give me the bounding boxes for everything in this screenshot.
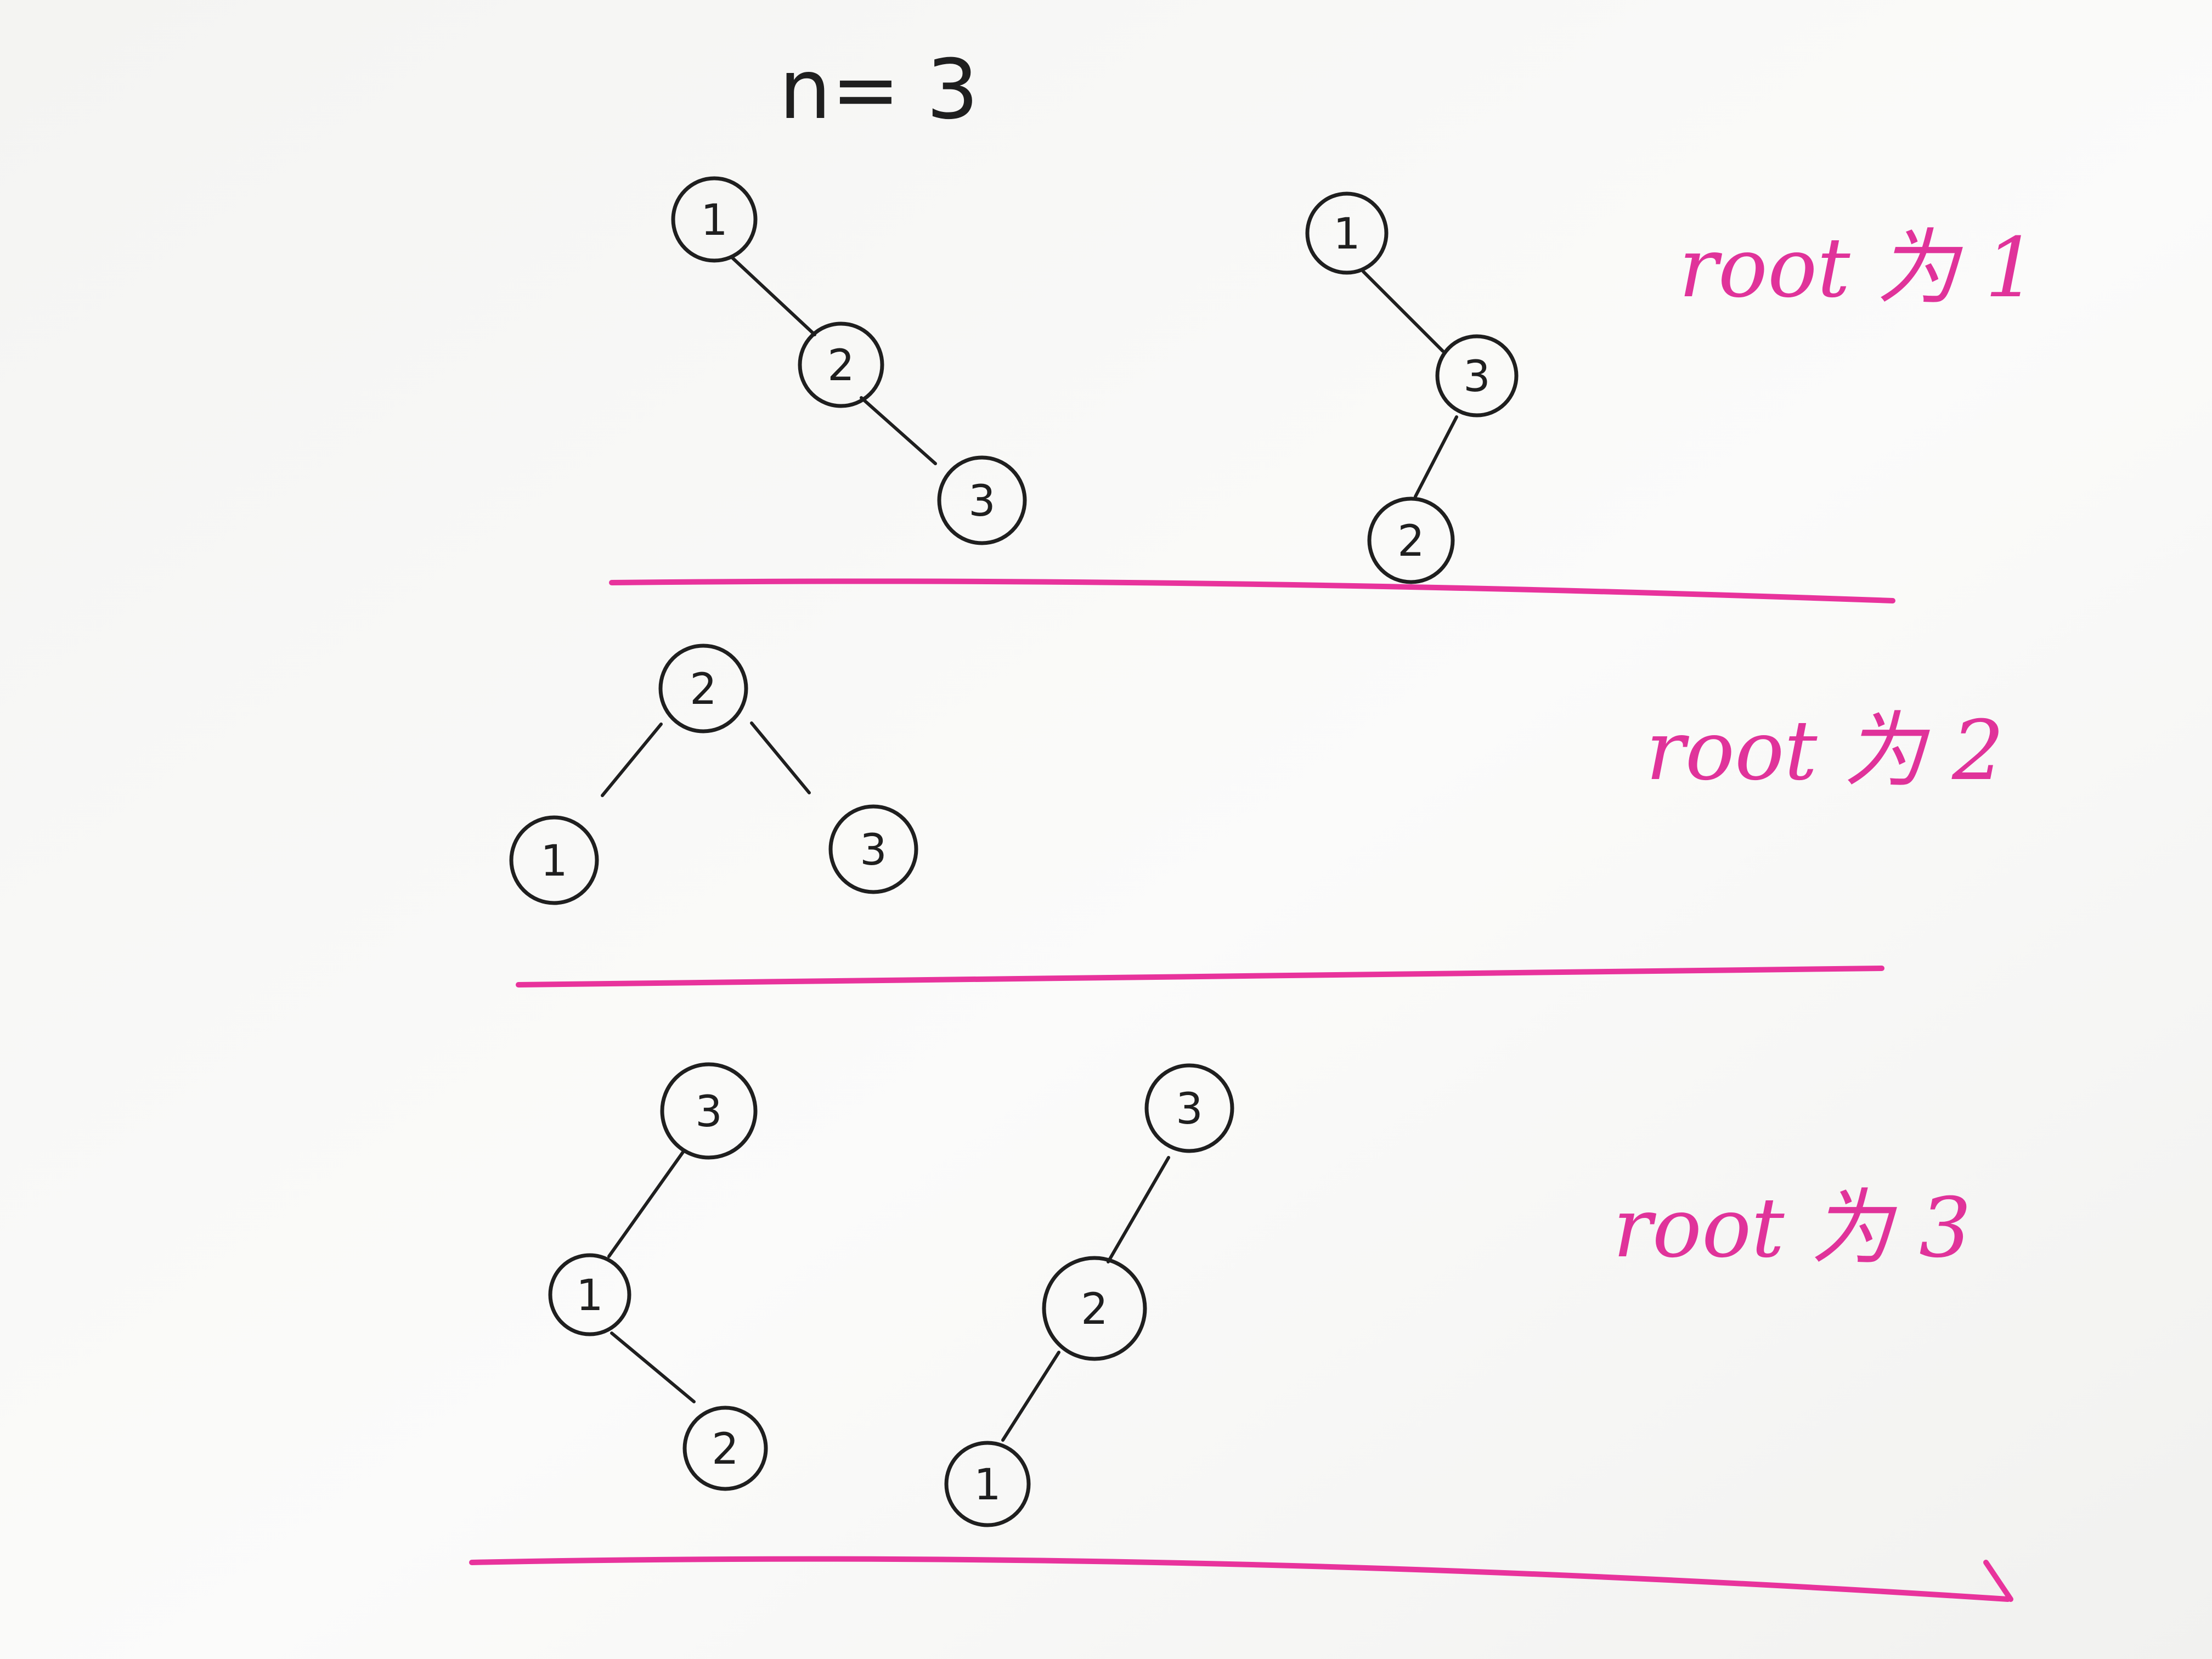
tree-node: 1 bbox=[509, 815, 599, 905]
section-divider bbox=[516, 966, 1884, 988]
node-circle bbox=[1305, 191, 1389, 275]
section-divider bbox=[469, 1556, 2011, 1602]
node-circle bbox=[944, 1441, 1031, 1527]
node-circle bbox=[1435, 334, 1519, 417]
tree-2-1-3: 2 1 3 bbox=[509, 644, 918, 905]
edge bbox=[1414, 415, 1458, 498]
node-label: 3 bbox=[968, 477, 996, 526]
title-n-equals-3: n= 3 bbox=[779, 42, 979, 138]
node-circle bbox=[658, 644, 748, 733]
arrowhead bbox=[1983, 1560, 2013, 1602]
tree-node: 3 bbox=[1435, 334, 1519, 417]
tree-node: 2 bbox=[798, 321, 884, 408]
edge bbox=[750, 721, 811, 794]
tree-node: 3 bbox=[937, 455, 1027, 545]
edge bbox=[607, 1150, 685, 1258]
tree-3-1-2: 3 1 2 bbox=[548, 1062, 768, 1491]
node-label: 2 bbox=[1397, 517, 1425, 566]
node-circle bbox=[937, 455, 1027, 545]
node-circle bbox=[798, 321, 884, 408]
node-label: 1 bbox=[576, 1271, 603, 1321]
node-circle bbox=[1042, 1256, 1147, 1361]
node-label: 1 bbox=[701, 196, 728, 245]
root-label: root 为 2 bbox=[1646, 703, 2004, 799]
edge bbox=[610, 1331, 696, 1403]
edge bbox=[731, 256, 816, 336]
node-circle bbox=[660, 1062, 758, 1160]
tree-node: 3 bbox=[1144, 1063, 1234, 1153]
section-root-3: 3 1 2 3 2 1 bbox=[469, 1062, 2013, 1602]
node-label: 1 bbox=[540, 837, 568, 886]
node-circle bbox=[1367, 496, 1455, 584]
node-circle bbox=[1144, 1063, 1234, 1153]
node-label: 2 bbox=[1081, 1285, 1108, 1334]
node-label: 2 bbox=[712, 1425, 739, 1474]
root-label: root 为 3 bbox=[1613, 1181, 1971, 1276]
section-divider bbox=[609, 578, 1895, 603]
tree-1-2-3: 1 2 3 bbox=[671, 176, 1027, 545]
tree-3-2-1: 3 2 1 bbox=[944, 1063, 1234, 1527]
node-label: 1 bbox=[1333, 210, 1361, 259]
node-label: 3 bbox=[695, 1087, 723, 1137]
node-label: 1 bbox=[974, 1460, 1001, 1510]
node-label: 3 bbox=[1176, 1085, 1203, 1134]
edge bbox=[601, 723, 663, 797]
section-root-2: 2 1 3 root 为 2 bbox=[509, 644, 2004, 988]
tree-1-3-2: 1 3 2 bbox=[1305, 191, 1519, 584]
tree-node: 1 bbox=[548, 1253, 631, 1336]
node-circle bbox=[828, 804, 918, 894]
tree-node: 1 bbox=[1305, 191, 1389, 275]
edge bbox=[1362, 270, 1444, 353]
edge bbox=[1107, 1156, 1170, 1263]
tree-node: 3 bbox=[828, 804, 918, 894]
tree-node: 3 bbox=[660, 1062, 758, 1160]
edge bbox=[1001, 1351, 1060, 1442]
node-label: 2 bbox=[827, 341, 855, 391]
root-label: root 为 1 bbox=[1679, 221, 2037, 316]
tree-node: 2 bbox=[1042, 1256, 1147, 1361]
tree-node: 1 bbox=[944, 1441, 1031, 1527]
node-circle bbox=[682, 1406, 768, 1491]
node-label: 3 bbox=[860, 826, 887, 875]
node-circle bbox=[548, 1253, 631, 1336]
section-root-1: 1 2 3 1 3 2 bbox=[609, 176, 2037, 603]
node-circle bbox=[671, 176, 758, 263]
edge bbox=[860, 396, 937, 465]
tree-node: 2 bbox=[658, 644, 748, 733]
node-label: 2 bbox=[690, 665, 717, 714]
tree-node: 2 bbox=[682, 1406, 768, 1491]
node-label: 3 bbox=[1463, 352, 1491, 402]
node-circle bbox=[509, 815, 599, 905]
tree-node: 1 bbox=[671, 176, 758, 263]
tree-node: 2 bbox=[1367, 496, 1455, 584]
